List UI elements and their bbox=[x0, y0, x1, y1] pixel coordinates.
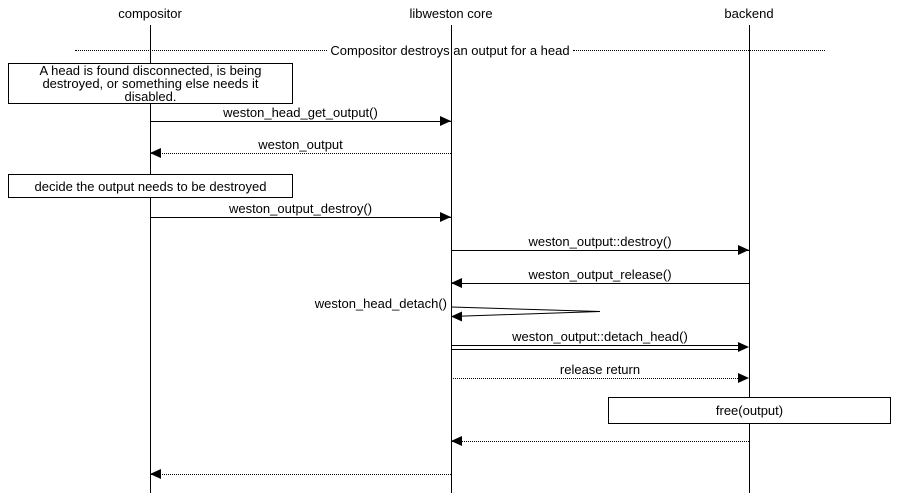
actor-backend: backend bbox=[724, 6, 774, 21]
arrowhead-right-icon bbox=[738, 245, 749, 255]
message-line bbox=[151, 153, 451, 154]
divider-dotted-line-right bbox=[572, 50, 826, 51]
lifeline-backend bbox=[749, 25, 750, 493]
divider-dotted-line-left bbox=[75, 50, 328, 51]
actor-compositor: compositor bbox=[118, 6, 182, 21]
divider-label: Compositor destroys an output for a head bbox=[330, 43, 570, 58]
actor-libweston-core: libweston core bbox=[409, 6, 493, 21]
message-label: weston_output::detach_head() bbox=[512, 329, 688, 344]
message-line bbox=[452, 283, 749, 284]
self-message-loop-icon bbox=[451, 306, 601, 322]
message-label: release return bbox=[559, 362, 641, 377]
message-line bbox=[150, 121, 451, 122]
message-double-line bbox=[451, 345, 738, 350]
arrowhead-right-icon bbox=[440, 116, 451, 126]
message-line bbox=[452, 441, 749, 442]
lifeline-compositor bbox=[150, 25, 151, 493]
arrowhead-right-icon bbox=[738, 373, 749, 383]
message-label: weston_head_get_output() bbox=[223, 105, 378, 120]
arrowhead-left-icon bbox=[451, 436, 462, 446]
message-line bbox=[451, 378, 738, 379]
message-label: weston_head_detach() bbox=[314, 296, 447, 311]
note-free-output: free(output) bbox=[608, 397, 891, 424]
divider: Compositor destroys an output for a head bbox=[75, 43, 826, 58]
arrowhead-right-icon bbox=[440, 212, 451, 222]
lifeline-libweston-core bbox=[451, 25, 452, 493]
arrowhead-left-icon bbox=[451, 278, 462, 288]
message-label: weston_output_destroy() bbox=[228, 201, 373, 216]
message-line bbox=[451, 250, 749, 251]
note-head-disconnected: A head is found disconnected, is being d… bbox=[8, 63, 293, 104]
note-decide-destroy: decide the output needs to be destroyed bbox=[8, 174, 293, 198]
message-label: weston_output_release() bbox=[528, 267, 672, 282]
message-line bbox=[150, 217, 451, 218]
message-label: weston_output bbox=[258, 137, 343, 152]
message-label: weston_output::destroy() bbox=[528, 234, 672, 249]
message-line bbox=[151, 474, 451, 475]
arrowhead-left-icon bbox=[150, 469, 161, 479]
arrowhead-left-icon bbox=[150, 148, 161, 158]
arrowhead-right-icon bbox=[738, 342, 749, 352]
